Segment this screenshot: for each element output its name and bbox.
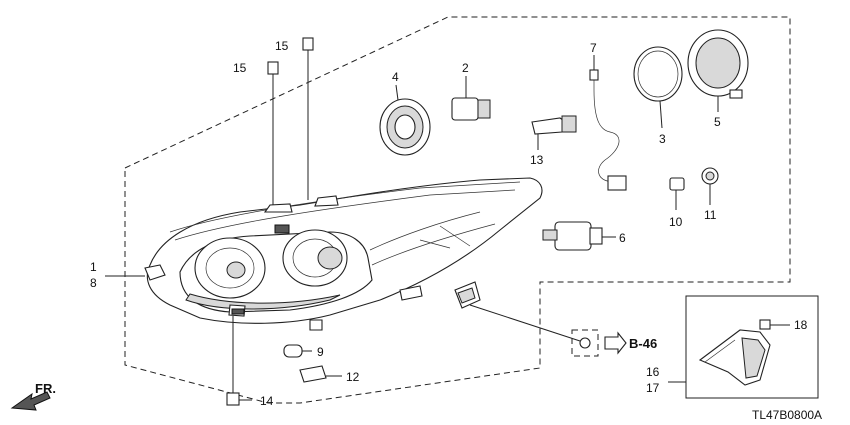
callout-11: 11 bbox=[704, 208, 717, 222]
screw-14[interactable] bbox=[226, 316, 252, 406]
arrow-right-icon bbox=[604, 331, 627, 355]
clip-reference-box bbox=[571, 329, 599, 357]
leveling-motor-6[interactable] bbox=[542, 221, 616, 251]
callout-10: 10 bbox=[669, 215, 683, 229]
bulb-9[interactable] bbox=[283, 344, 312, 358]
callout-16: 16 bbox=[646, 365, 660, 379]
callout-6: 6 bbox=[619, 231, 626, 245]
arrow-left-icon bbox=[10, 391, 51, 411]
callout-2: 2 bbox=[462, 61, 469, 75]
bracket-16-17[interactable] bbox=[698, 329, 771, 386]
callout-12: 12 bbox=[346, 370, 360, 384]
part-code: TL47B0800A bbox=[752, 408, 822, 422]
front-direction-indicator: FR. bbox=[10, 381, 56, 411]
callout-9: 9 bbox=[317, 345, 324, 359]
direction-label: FR. bbox=[35, 381, 56, 396]
callout-15b: 15 bbox=[233, 61, 247, 75]
socket-12[interactable] bbox=[299, 365, 342, 383]
ring-3[interactable] bbox=[633, 46, 683, 129]
rear-cap-4[interactable] bbox=[379, 84, 431, 156]
headlight-assembly[interactable] bbox=[144, 177, 543, 331]
callout-13: 13 bbox=[530, 153, 544, 167]
screw-15-lower[interactable] bbox=[267, 61, 279, 205]
clip-b46[interactable] bbox=[469, 304, 627, 355]
bracket-detail-box bbox=[685, 295, 819, 399]
callout-5: 5 bbox=[714, 115, 721, 129]
harness-7[interactable] bbox=[589, 55, 627, 191]
callout-7: 7 bbox=[590, 41, 597, 55]
callout-4: 4 bbox=[392, 70, 399, 84]
callout-15a: 15 bbox=[275, 39, 289, 53]
socket-11[interactable] bbox=[701, 167, 719, 205]
callout-17: 17 bbox=[646, 381, 660, 395]
callout-14: 14 bbox=[260, 394, 274, 408]
callout-1: 1 bbox=[90, 260, 97, 274]
callout-18: 18 bbox=[794, 318, 808, 332]
callout-8: 8 bbox=[90, 276, 97, 290]
bulb-2[interactable] bbox=[451, 76, 491, 121]
socket-10[interactable] bbox=[669, 177, 685, 210]
reference-label[interactable]: B-46 bbox=[629, 336, 657, 351]
callout-3: 3 bbox=[659, 132, 666, 146]
screw-18[interactable] bbox=[759, 319, 790, 330]
screw-15-upper[interactable] bbox=[302, 37, 314, 200]
bulb-13[interactable] bbox=[531, 115, 577, 150]
cover-5[interactable] bbox=[687, 29, 749, 112]
